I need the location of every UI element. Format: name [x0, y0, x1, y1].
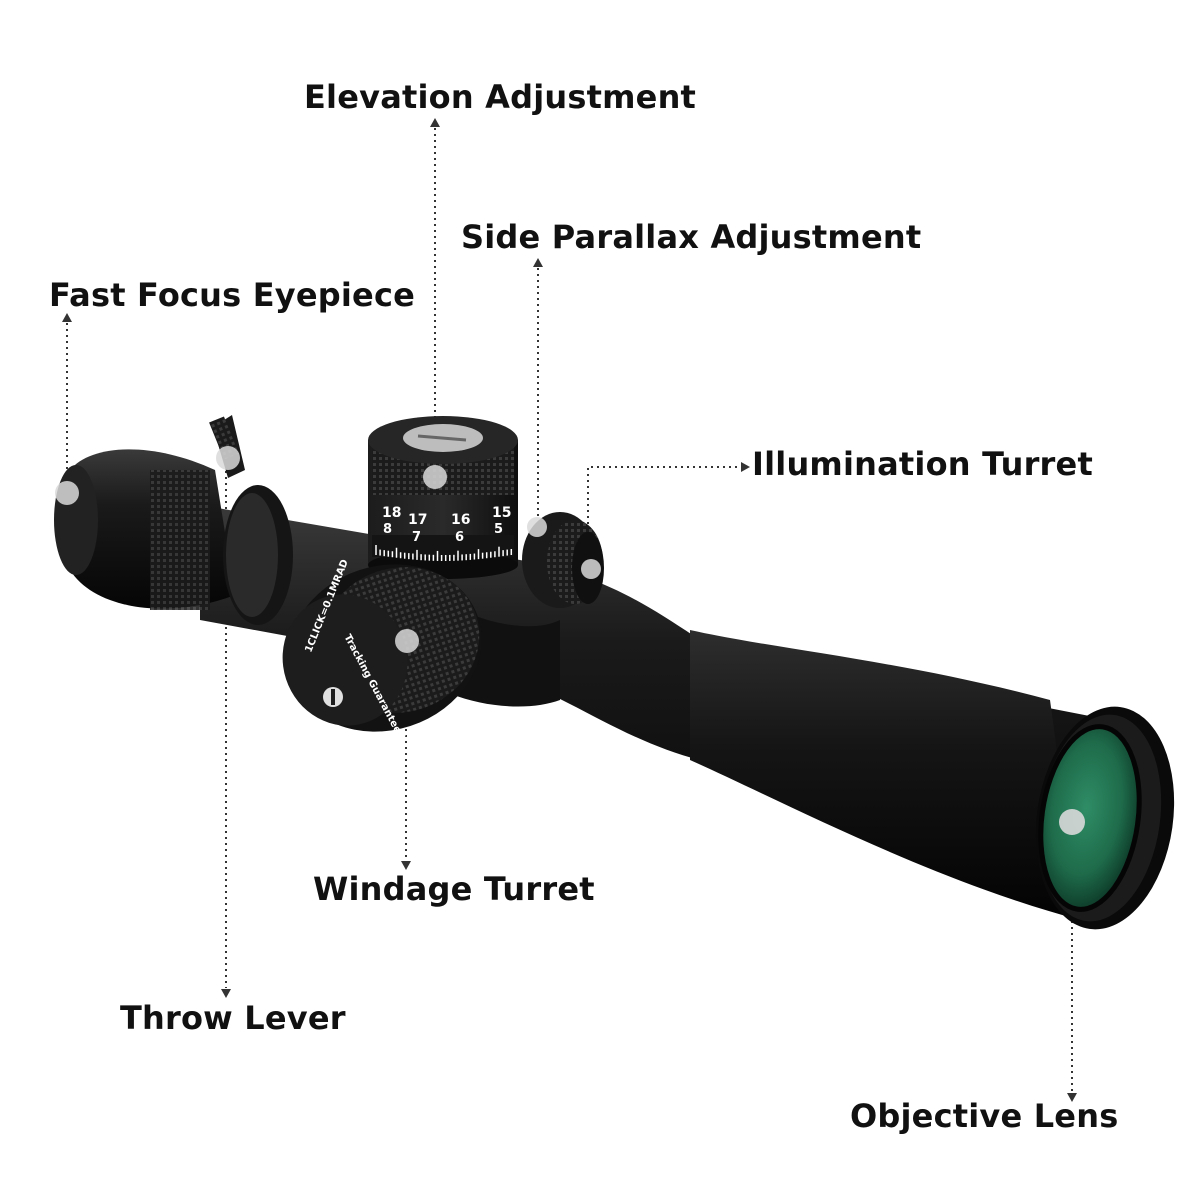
- elevation-dial-top-number: 17: [408, 512, 427, 528]
- marker-dot-elevation: [423, 465, 447, 489]
- elevation-dial-top-number: 16: [451, 512, 470, 528]
- marker-dot-eyepiece: [55, 481, 79, 505]
- eyepiece: [54, 449, 235, 610]
- marker-dot-parallax: [527, 517, 547, 537]
- marker-dot-objective: [1059, 809, 1085, 835]
- marker-dots: [55, 446, 1085, 835]
- label-side-parallax-adjustment: Side Parallax Adjustment: [461, 218, 922, 256]
- magnification-ring: [223, 485, 293, 625]
- leader-arrowheads: [62, 118, 1077, 1102]
- elevation-dial-ticks: [375, 545, 513, 561]
- label-elevation-adjustment: Elevation Adjustment: [304, 78, 697, 116]
- elevation-turret: [368, 416, 518, 579]
- marker-dot-throw-lever: [216, 446, 240, 470]
- elevation-dial-top-number: 15: [492, 505, 511, 521]
- label-objective-lens: Objective Lens: [850, 1097, 1119, 1135]
- elevation-dial-bottom-number: 6: [455, 530, 464, 545]
- label-throw-lever: Throw Lever: [120, 999, 346, 1037]
- leader-illumination: [587, 466, 740, 560]
- objective-lens: [1035, 706, 1175, 930]
- label-illumination-turret: Illumination Turret: [752, 445, 1093, 483]
- elevation-dial-bottom-number: 5: [494, 522, 503, 537]
- elevation-dial-bottom-number: 7: [412, 530, 421, 545]
- label-windage-turret: Windage Turret: [313, 870, 595, 908]
- label-fast-focus-eyepiece: Fast Focus Eyepiece: [49, 276, 416, 314]
- elevation-dial-top-number: 18: [382, 505, 401, 521]
- marker-dot-windage: [395, 629, 419, 653]
- elevation-dial-bottom-number: 8: [383, 522, 392, 537]
- marker-dot-illumination: [581, 559, 601, 579]
